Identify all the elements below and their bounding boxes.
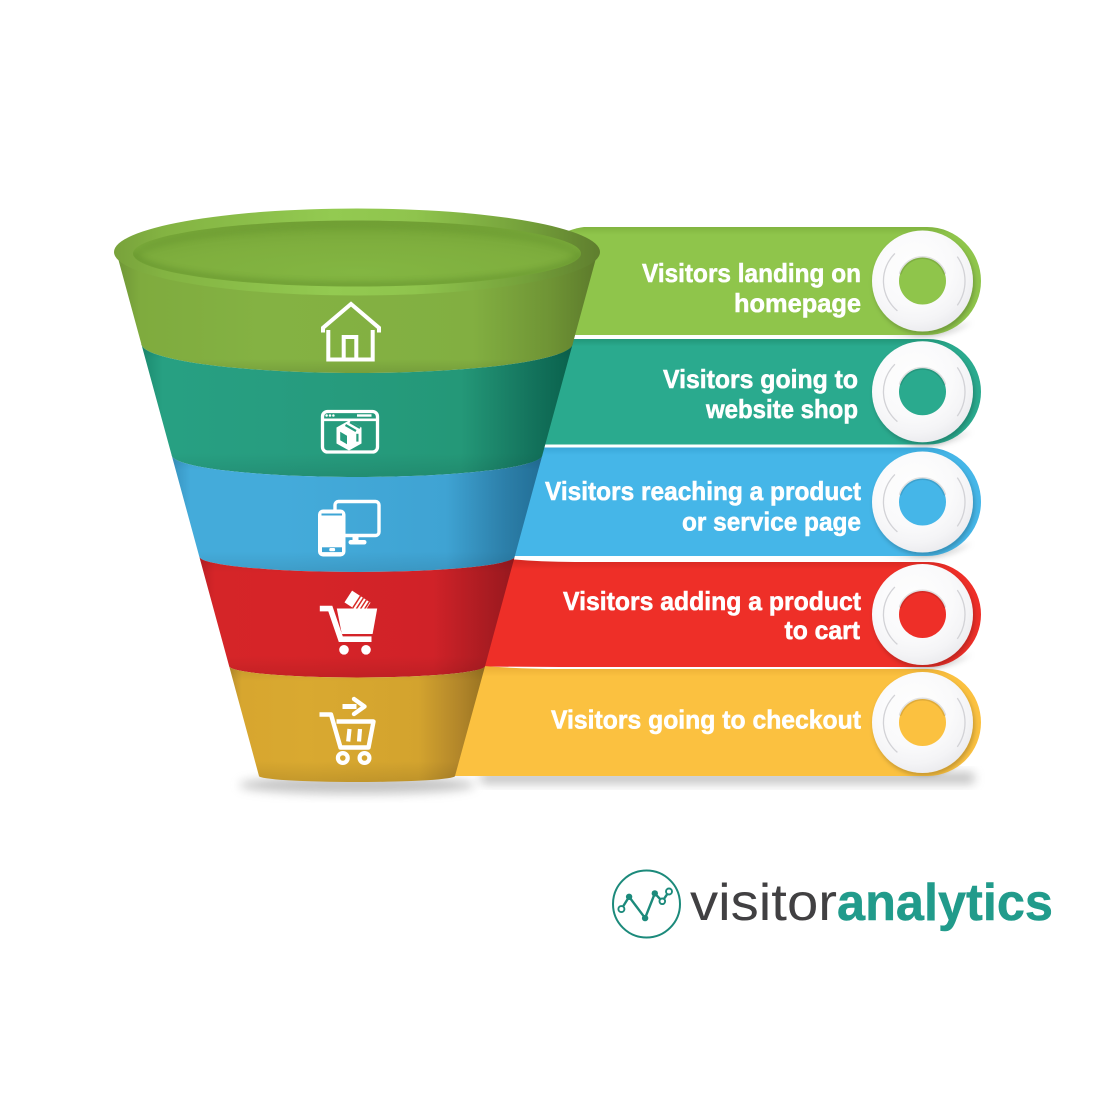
- svg-text:visitor: visitor: [690, 874, 837, 932]
- svg-text:analytics: analytics: [837, 874, 1053, 932]
- svg-text:Visitors going to: Visitors going to: [663, 364, 858, 394]
- svg-text:Visitors reaching a product: Visitors reaching a product: [545, 476, 861, 506]
- svg-text:Visitors landing on: Visitors landing on: [642, 258, 861, 288]
- svg-text:to cart: to cart: [785, 615, 861, 645]
- svg-text:or service page: or service page: [682, 507, 861, 537]
- svg-text:website shop: website shop: [705, 394, 858, 424]
- svg-text:Visitors adding a product: Visitors adding a product: [563, 586, 861, 616]
- svg-text:homepage: homepage: [734, 288, 861, 318]
- svg-text:Visitors going to checkout: Visitors going to checkout: [551, 705, 861, 735]
